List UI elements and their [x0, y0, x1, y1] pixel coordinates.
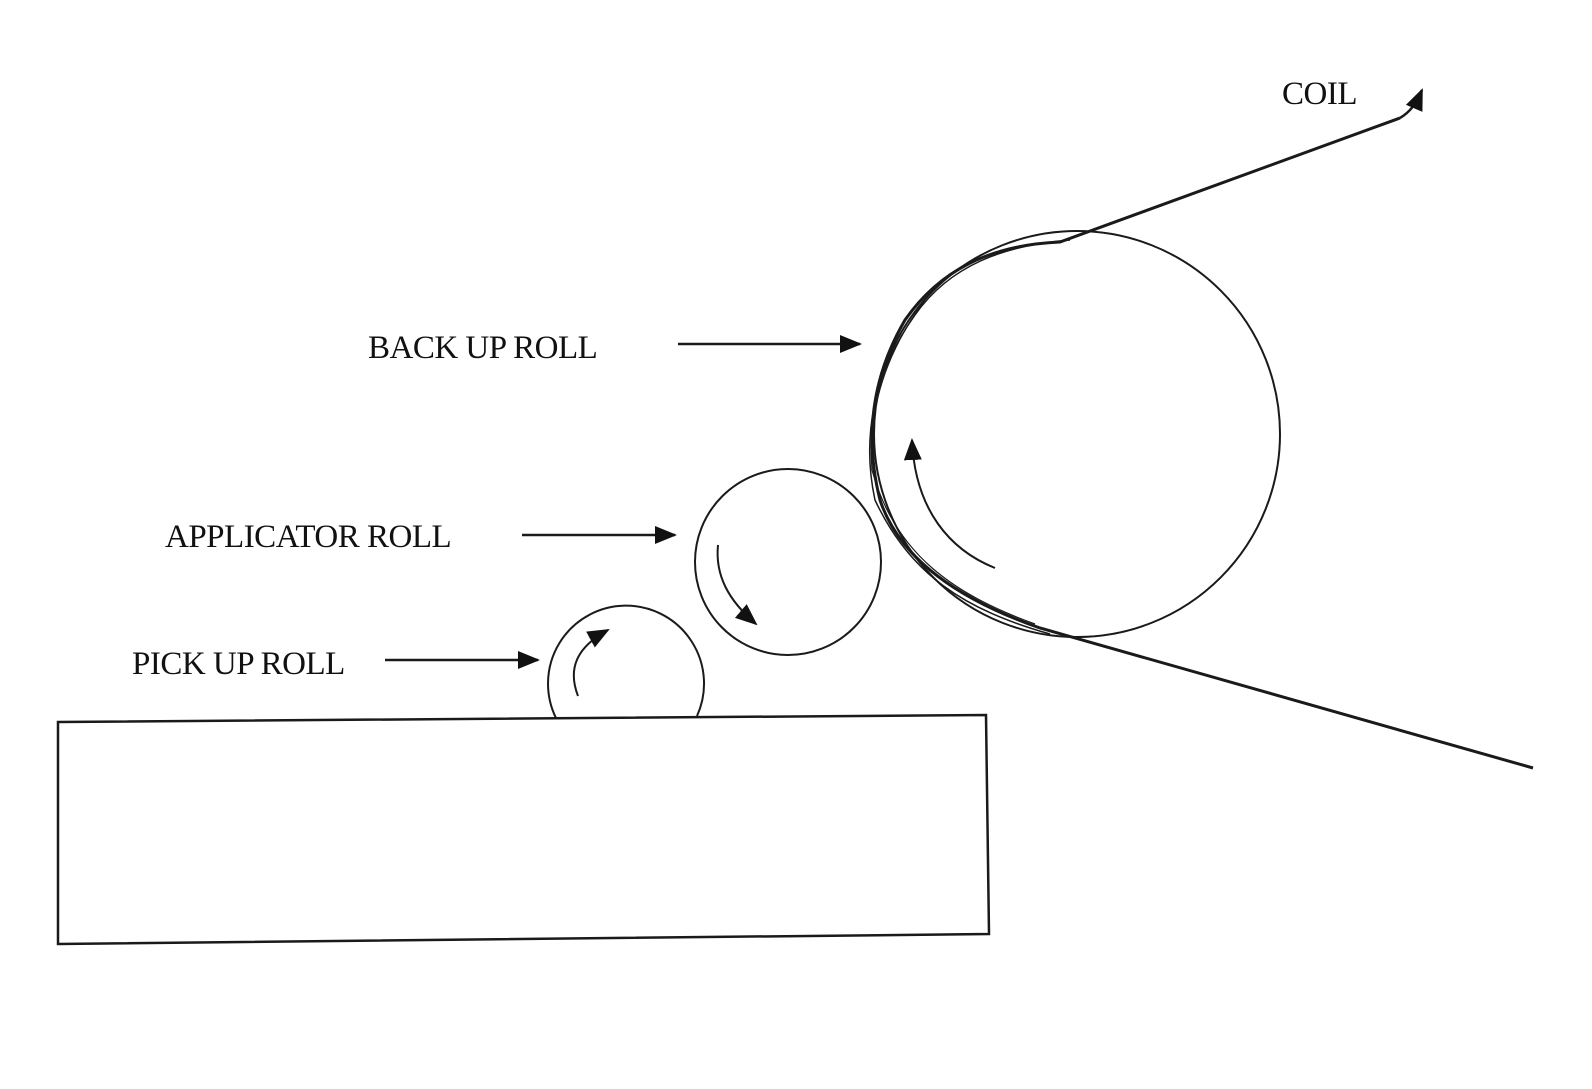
applicator-roll-rotation-arrow: [716, 544, 758, 626]
coil-direction-arrow: [1399, 88, 1424, 120]
back-up-roll-label: BACK UP ROLL: [368, 330, 597, 366]
back-up-roll-rotation-arrow: [903, 438, 996, 569]
pick-up-roll-rotation-arrow: [572, 629, 610, 697]
coating-pan: [56, 713, 991, 946]
applicator-roll-label: APPLICATOR ROLL: [165, 519, 451, 555]
coil-strip-wet-edge-2: [870, 299, 1036, 625]
coil-strip-wet-edge: [868, 239, 1071, 635]
applicator-roll: [694, 468, 882, 656]
pick-up-roll-label: PICK UP ROLL: [132, 646, 345, 682]
pick-up-roll: [547, 604, 705, 719]
coil-label: COIL: [1282, 76, 1357, 112]
coil-strip: [870, 116, 1534, 770]
